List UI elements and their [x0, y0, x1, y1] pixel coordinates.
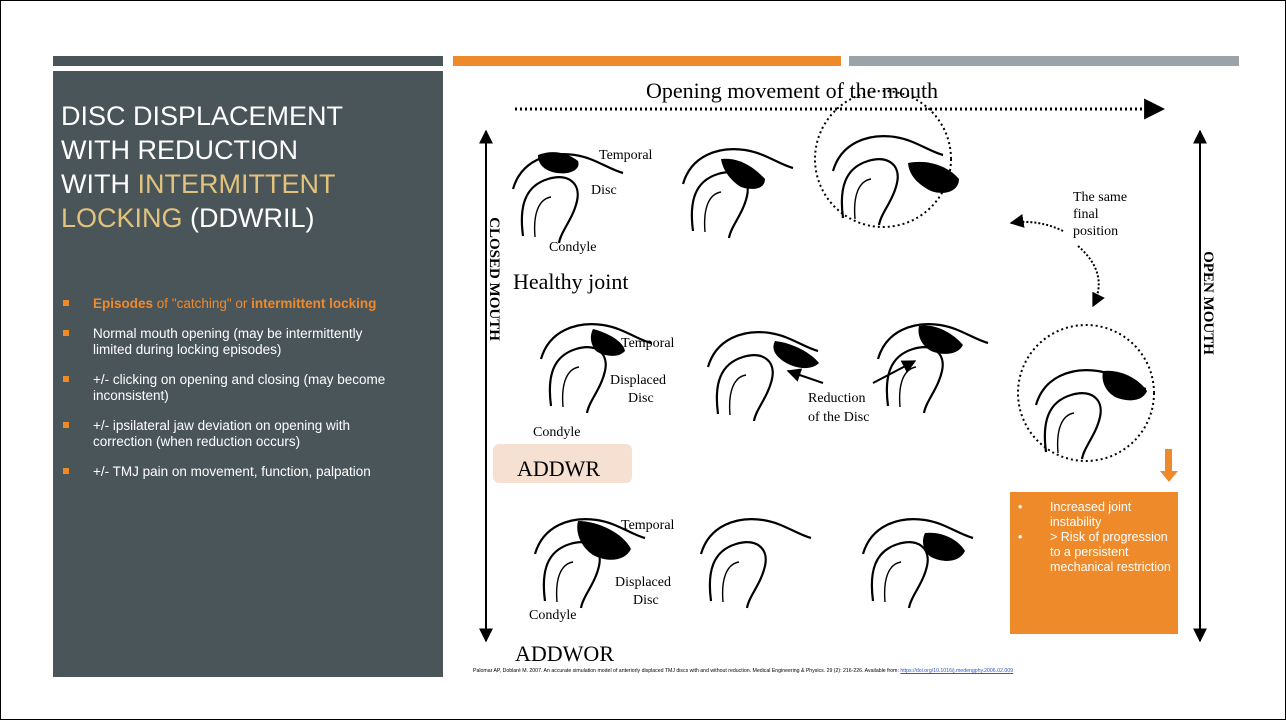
bullet-item: Episodes of "catching" or intermittent l…: [63, 296, 403, 312]
label-reduction: Reduction: [808, 391, 866, 406]
bullet-item: +/- clicking on opening and closing (may…: [63, 372, 403, 404]
joint-healthy-mid: [683, 149, 793, 238]
label-disc-2: Disc: [628, 391, 654, 406]
bullet-item: Normal mouth opening (may be intermitten…: [63, 326, 403, 358]
title-line-1: DISC DISPLACEMENT: [61, 101, 343, 131]
citation-link[interactable]: https://doi.org/10.1016/j.medengphy.2006…: [900, 668, 1013, 674]
tmj-diagram: Opening movement of the mouth CLOSED MOU…: [453, 71, 1243, 676]
closed-mouth-label: CLOSED MOUTH: [486, 217, 502, 341]
reduction-arrow-right: [873, 361, 915, 383]
instability-callout: Increased joint instability > Risk of pr…: [1010, 492, 1178, 634]
joint-addwor-mid: [701, 519, 811, 608]
label-same: The same: [1073, 190, 1127, 205]
left-panel: DISC DISPLACEMENT WITH REDUCTION WITH IN…: [53, 71, 443, 677]
label-condyle-2: Condyle: [533, 425, 580, 440]
label-final: final: [1073, 207, 1099, 222]
accent-bar-orange: [453, 56, 841, 66]
bullet-marker: [63, 330, 69, 336]
label-displaced: Displaced: [610, 373, 666, 388]
slide-title: DISC DISPLACEMENT WITH REDUCTION WITH IN…: [61, 99, 441, 235]
title-line-2: WITH REDUCTION: [61, 135, 298, 165]
title-accent-intermittent: INTERMITTENT: [137, 169, 335, 199]
joint-addwr-open: [1036, 370, 1147, 459]
label-condyle-3: Condyle: [529, 608, 576, 623]
title-accent-locking: LOCKING: [61, 203, 183, 233]
same-position-arrow-2: [1078, 246, 1099, 306]
bullet-marker: [63, 300, 69, 306]
row-label-healthy: Healthy joint: [513, 269, 628, 294]
joint-addwor-open: [863, 519, 973, 608]
label-condyle: Condyle: [549, 240, 596, 255]
bullet-catching: of "catching" or: [153, 296, 251, 311]
label-displaced-3: Displaced: [615, 575, 671, 590]
bullet-text: +/- clicking on opening and closing (may…: [93, 372, 385, 403]
title-line-4-suffix: (DDWRIL): [183, 203, 315, 233]
joint-healthy-open: [833, 136, 959, 225]
citation: Palomar AP, Doblaré M. 2007. An accurate…: [473, 668, 1013, 674]
bullet-marker: [63, 422, 69, 428]
label-of-disc: of the Disc: [808, 410, 869, 425]
bullet-text: Normal mouth opening (may be intermitten…: [93, 326, 362, 357]
top-label: Opening movement of the mouth: [646, 78, 938, 103]
label-disc-3: Disc: [633, 593, 659, 608]
accent-bar-grey: [849, 56, 1239, 66]
label-temporal: Temporal: [599, 148, 653, 163]
callout-item: > Risk of progression to a persistent me…: [1018, 530, 1172, 575]
bullet-episodes: Episodes: [93, 296, 153, 311]
reduction-arrow-left: [788, 371, 823, 383]
row-label-addwr: ADDWR: [517, 456, 600, 482]
label-disc: Disc: [591, 183, 617, 198]
bullet-item: +/- ipsilateral jaw deviation on opening…: [63, 418, 403, 450]
label-temporal-2: Temporal: [621, 336, 675, 351]
bullet-marker: [63, 376, 69, 382]
bullet-text: +/- ipsilateral jaw deviation on opening…: [93, 418, 350, 449]
same-position-arrow-1: [1011, 222, 1063, 231]
citation-text: Palomar AP, Doblaré M. 2007. An accurate…: [473, 668, 900, 674]
callout-item: Increased joint instability: [1018, 500, 1172, 530]
bullet-list: Episodes of "catching" or intermittent l…: [63, 296, 403, 494]
row-label-addwor: ADDWOR: [515, 641, 614, 666]
bullet-marker: [63, 468, 69, 474]
callout-list: Increased joint instability > Risk of pr…: [1018, 500, 1172, 575]
bullet-item: +/- TMJ pain on movement, function, palp…: [63, 464, 403, 480]
title-line-3-prefix: WITH: [61, 169, 137, 199]
label-position: position: [1073, 224, 1118, 239]
label-temporal-3: Temporal: [621, 518, 675, 533]
down-arrow-icon: [1160, 471, 1178, 482]
bullet-text: +/- TMJ pain on movement, function, palp…: [93, 464, 371, 479]
accent-bar-dark: [53, 56, 443, 66]
open-mouth-label: OPEN MOUTH: [1200, 251, 1216, 355]
joint-addwr-reduced: [878, 324, 988, 413]
down-arrow-shaft: [1165, 449, 1172, 473]
bullet-intermittent-locking: intermittent locking: [251, 296, 376, 311]
